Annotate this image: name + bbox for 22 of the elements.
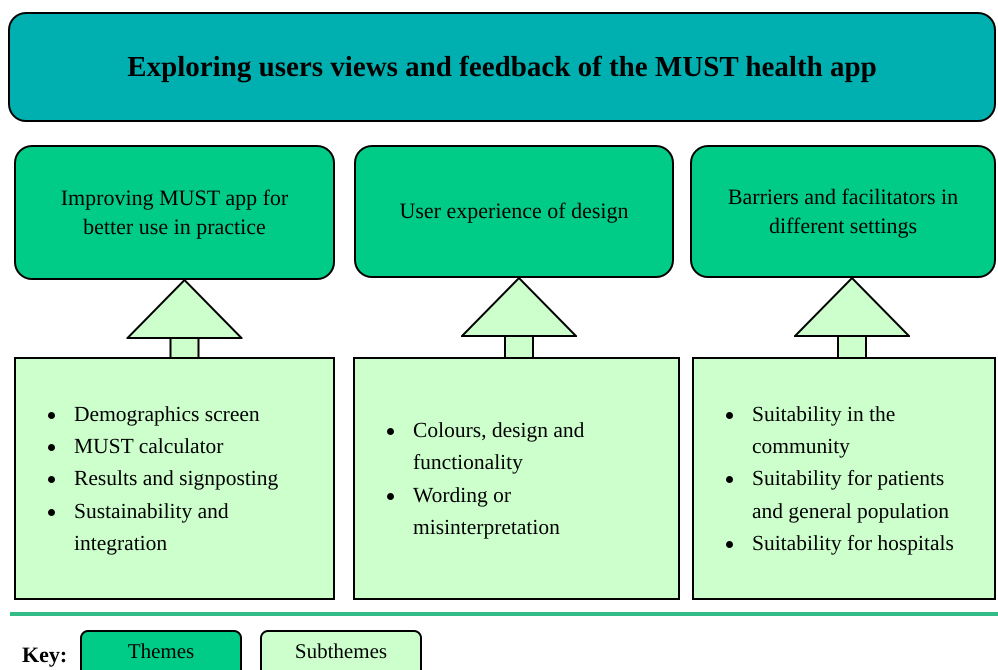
bullet-text: Suitability for patients and general population <box>752 466 950 523</box>
theme-box <box>690 145 996 278</box>
legend-text: Subthemes <box>294 638 388 664</box>
subtheme-box <box>14 357 335 600</box>
title-banner: Exploring users views and feedback of the MUST health app <box>8 12 996 122</box>
bullet-text: Wording or misinterpretation <box>413 482 560 539</box>
subtheme-box <box>353 357 680 600</box>
bullet-text: MUST calculator <box>74 434 224 458</box>
bullet-text: Sustainability and integration <box>74 498 229 555</box>
theme-box <box>354 145 674 278</box>
theme-text: Improving MUST app for better use in practice <box>60 184 290 241</box>
theme-text: Barriers and facilitators in different settings <box>726 182 960 240</box>
bullet-text: Colours, design and functionality <box>413 418 584 474</box>
key-label: Key: <box>22 642 68 668</box>
subtheme-box <box>692 357 996 600</box>
bullet-text: Results and signposting <box>74 466 278 490</box>
bullet-text: Suitability for hospitals <box>752 530 954 555</box>
theme-box <box>14 145 335 280</box>
theme-text: User experience of design <box>399 197 629 226</box>
bullet-text: Demographics screen <box>74 402 260 426</box>
legend-text: Themes <box>128 638 194 664</box>
bullet-text: Suitability in the community <box>752 402 896 458</box>
